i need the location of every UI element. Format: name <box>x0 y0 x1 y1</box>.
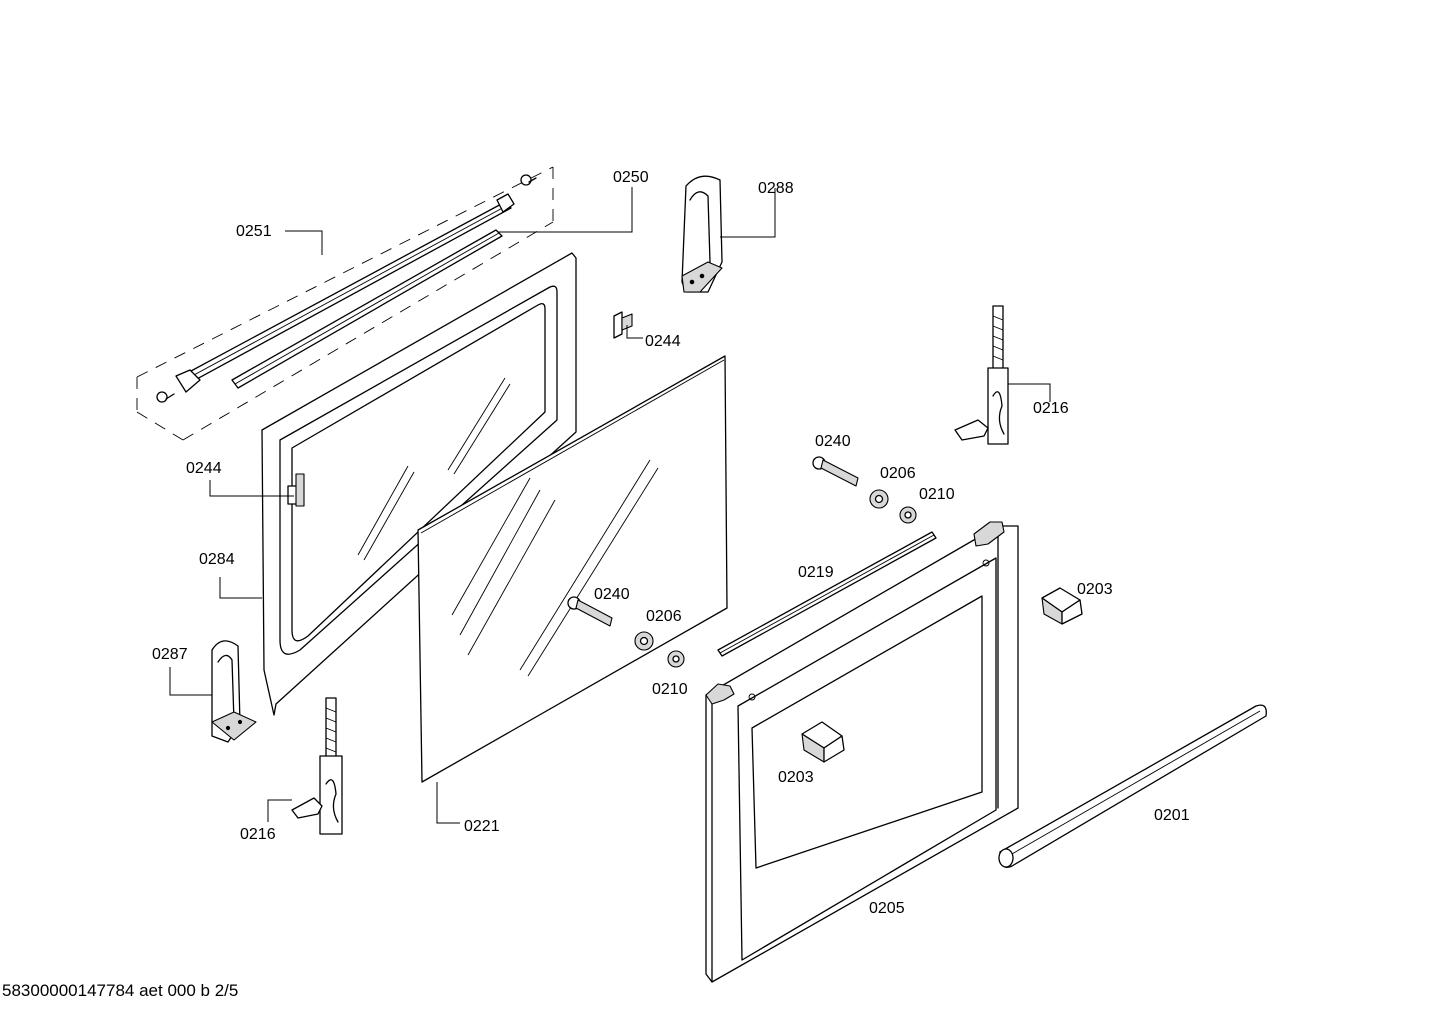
part-0219-seal-strip <box>717 531 937 657</box>
callout-labels: 0251 0250 0288 0244 0216 0244 0240 0206 … <box>152 169 1190 917</box>
callout-0240-top: 0240 <box>815 433 851 450</box>
part-0250-gasket-strip <box>231 229 503 389</box>
callout-0216-right: 0216 <box>1033 400 1069 417</box>
callout-0206-top: 0206 <box>880 465 916 482</box>
callout-0284: 0284 <box>199 551 235 568</box>
part-0287-hinge-cover <box>211 640 257 743</box>
part-0288-hinge-cover <box>681 175 723 293</box>
part-0251-top-rail <box>156 174 537 403</box>
callout-0210-top: 0210 <box>919 486 955 503</box>
part-0244-clip-top <box>613 311 633 339</box>
callout-0219: 0219 <box>798 564 834 581</box>
callout-0203-center: 0203 <box>778 769 814 786</box>
part-0201-handle-bar <box>998 704 1267 869</box>
leader-lines <box>169 187 1051 824</box>
part-0221-glass-panel <box>417 355 728 783</box>
callout-0288: 0288 <box>758 180 794 197</box>
callout-0201: 0201 <box>1154 807 1190 824</box>
part-0216-hinge-right <box>954 305 1009 445</box>
callout-0210-mid: 0210 <box>652 681 688 698</box>
callout-0240-mid: 0240 <box>594 586 630 603</box>
callout-0206-mid: 0206 <box>646 608 682 625</box>
callout-0205: 0205 <box>869 900 905 917</box>
callout-0251: 0251 <box>236 223 272 240</box>
callout-0287: 0287 <box>152 646 188 663</box>
part-0203-handle-mount-center <box>801 721 845 763</box>
part-0203-handle-mount-right <box>1041 587 1083 625</box>
callout-0250: 0250 <box>613 169 649 186</box>
callout-0244-left: 0244 <box>186 460 222 477</box>
document-id: 58300000147784 aet 000 b 2/5 <box>2 981 239 1000</box>
part-0205-outer-door <box>705 521 1019 983</box>
callout-0203-right: 0203 <box>1077 581 1113 598</box>
parts-bolt-washer-nut-top <box>812 456 917 524</box>
part-0216-hinge-left <box>291 697 343 835</box>
callout-0216-left: 0216 <box>240 826 276 843</box>
callout-0244-top: 0244 <box>645 333 681 350</box>
callout-0221: 0221 <box>464 818 500 835</box>
assembly-outline <box>136 166 554 441</box>
